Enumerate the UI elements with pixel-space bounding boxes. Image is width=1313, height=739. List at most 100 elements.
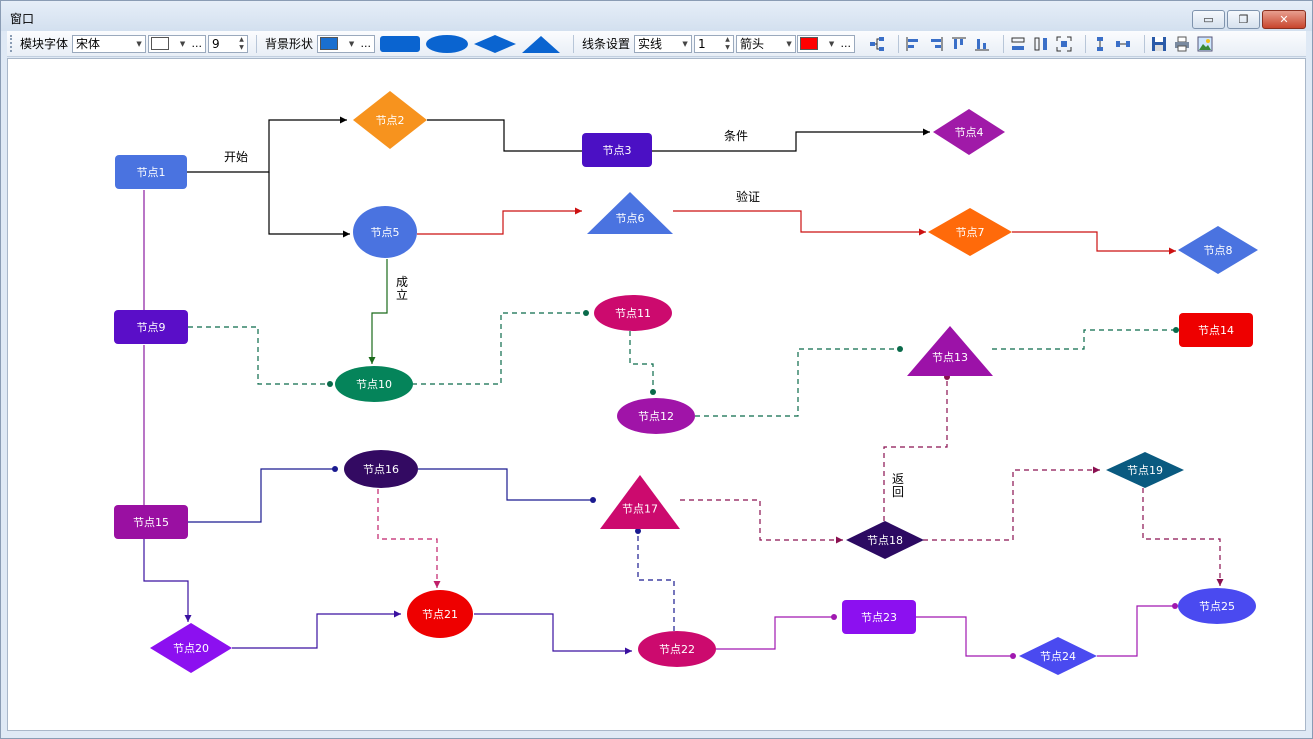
edge-line[interactable]	[427, 119, 582, 152]
save-button[interactable]	[1151, 36, 1167, 52]
edge-line[interactable]	[629, 331, 654, 392]
edge-n17-n18[interactable]	[680, 499, 843, 544]
edge-line[interactable]	[716, 616, 834, 650]
node-9[interactable]: 节点9	[114, 310, 188, 344]
node-shape-rect[interactable]	[842, 600, 916, 634]
node-14[interactable]: 节点14	[1179, 313, 1253, 347]
edge-n16-n21[interactable]	[377, 489, 441, 588]
node-10[interactable]: 节点10	[335, 366, 413, 402]
node-shape-ellipse[interactable]	[594, 295, 672, 331]
node-18[interactable]: 节点18	[846, 521, 924, 559]
edge-n15-n16[interactable]	[188, 466, 338, 523]
align-left-button[interactable]	[905, 36, 921, 52]
line-color-select[interactable]: ▼ ...	[797, 34, 856, 53]
edge-line[interactable]	[992, 329, 1176, 350]
maximize-button[interactable]: ❐	[1227, 10, 1260, 29]
fit-button[interactable]	[1056, 36, 1072, 52]
bg-color-select[interactable]: ▼ ...	[317, 34, 376, 53]
node-shape-diamond[interactable]	[353, 91, 427, 149]
edge-n20-n21[interactable]	[232, 610, 401, 649]
align-bottom-button[interactable]	[974, 36, 990, 52]
node-shape-circle[interactable]	[407, 590, 473, 638]
edge-n2-n3[interactable]	[427, 119, 582, 152]
edge-line[interactable]	[673, 210, 926, 233]
node-shape-circle[interactable]	[353, 206, 417, 258]
node-2[interactable]: 节点2	[353, 91, 427, 149]
align-top-button[interactable]	[951, 36, 967, 52]
font-color-more-button[interactable]: ...	[191, 37, 203, 50]
edge-line[interactable]	[883, 377, 948, 521]
vertical-distribute-button[interactable]	[1092, 36, 1108, 52]
node-shape-rect[interactable]	[114, 505, 188, 539]
edge-line[interactable]	[418, 468, 593, 501]
edge-n13-n14[interactable]	[992, 327, 1179, 350]
rect-shape-button[interactable]	[379, 34, 421, 54]
edge-n19-n25[interactable]	[1142, 488, 1224, 586]
node-shape-diamond[interactable]	[846, 521, 924, 559]
node-shape-triangle[interactable]	[907, 326, 993, 376]
edge-n24-n25[interactable]	[1097, 603, 1178, 657]
edge-n5-n10[interactable]: 成立	[368, 259, 409, 364]
horizontal-distribute-button[interactable]	[1115, 36, 1131, 52]
node-shape-diamond[interactable]	[928, 208, 1012, 256]
edge-line[interactable]	[377, 489, 438, 588]
edge-line[interactable]	[371, 259, 388, 364]
node-6[interactable]: 节点6	[587, 192, 673, 234]
edge-n21-n22[interactable]	[474, 613, 632, 655]
node-shape-diamond[interactable]	[1019, 637, 1097, 675]
node-shape-rect[interactable]	[582, 133, 652, 167]
edge-line[interactable]	[188, 468, 335, 523]
edge-line[interactable]	[923, 469, 1100, 541]
edge-line[interactable]	[417, 210, 582, 235]
node-shape-ellipse[interactable]	[344, 450, 418, 488]
align-right-button[interactable]	[928, 36, 944, 52]
edge-n23-n24[interactable]	[916, 616, 1016, 659]
close-button[interactable]: ✕	[1262, 10, 1306, 29]
line-style-select[interactable]: 实线 ▼	[634, 34, 693, 53]
node-shape-rect[interactable]	[115, 155, 187, 189]
node-19[interactable]: 节点19	[1106, 452, 1184, 488]
node-3[interactable]: 节点3	[582, 133, 652, 167]
node-5[interactable]: 节点5	[353, 206, 417, 258]
node-shape-triangle[interactable]	[587, 192, 673, 234]
node-shape-rect[interactable]	[1179, 313, 1253, 347]
node-22[interactable]: 节点22	[638, 631, 716, 667]
node-shape-diamond[interactable]	[150, 623, 232, 673]
node-15[interactable]: 节点15	[114, 505, 188, 539]
node-21[interactable]: 节点21	[407, 590, 473, 638]
node-shape-triangle[interactable]	[600, 475, 680, 529]
edge-line[interactable]	[143, 539, 189, 622]
line-color-more-button[interactable]: ...	[840, 37, 852, 50]
tree-layout-button[interactable]	[869, 36, 885, 52]
minimize-button[interactable]: ▭	[1192, 10, 1225, 29]
same-height-button[interactable]	[1033, 36, 1049, 52]
node-shape-diamond[interactable]	[1106, 452, 1184, 488]
triangle-shape-button[interactable]	[521, 34, 561, 54]
diamond-shape-button[interactable]	[473, 34, 517, 54]
print-button[interactable]	[1174, 36, 1190, 52]
ellipse-shape-button[interactable]	[425, 34, 469, 54]
edge-line[interactable]	[916, 616, 1013, 657]
edge-line[interactable]	[695, 348, 900, 417]
node-11[interactable]: 节点11	[594, 295, 672, 331]
spin-arrows-icon[interactable]: ▲▼	[725, 35, 730, 51]
edge-n18-n19[interactable]	[923, 466, 1100, 541]
edge-n3-n4[interactable]: 条件	[652, 128, 930, 152]
node-12[interactable]: 节点12	[617, 398, 695, 434]
edge-n15-n20[interactable]	[143, 539, 192, 622]
edge-n7-n8[interactable]	[1012, 231, 1176, 255]
node-shape-diamond[interactable]	[933, 109, 1005, 155]
edge-line[interactable]	[1012, 231, 1176, 252]
edge-n6-n7[interactable]: 验证	[673, 189, 926, 236]
toolbar-grip[interactable]	[10, 35, 15, 52]
export-image-button[interactable]	[1197, 36, 1213, 52]
edge-n22-n23[interactable]	[716, 614, 837, 650]
spin-arrows-icon[interactable]: ▲▼	[239, 35, 244, 51]
node-17[interactable]: 节点17	[600, 475, 680, 529]
node-23[interactable]: 节点23	[842, 600, 916, 634]
same-width-button[interactable]	[1010, 36, 1026, 52]
edge-n1-n2[interactable]: 开始	[184, 116, 347, 173]
node-8[interactable]: 节点8	[1178, 226, 1258, 274]
font-color-select[interactable]: ▼ ...	[148, 34, 207, 53]
